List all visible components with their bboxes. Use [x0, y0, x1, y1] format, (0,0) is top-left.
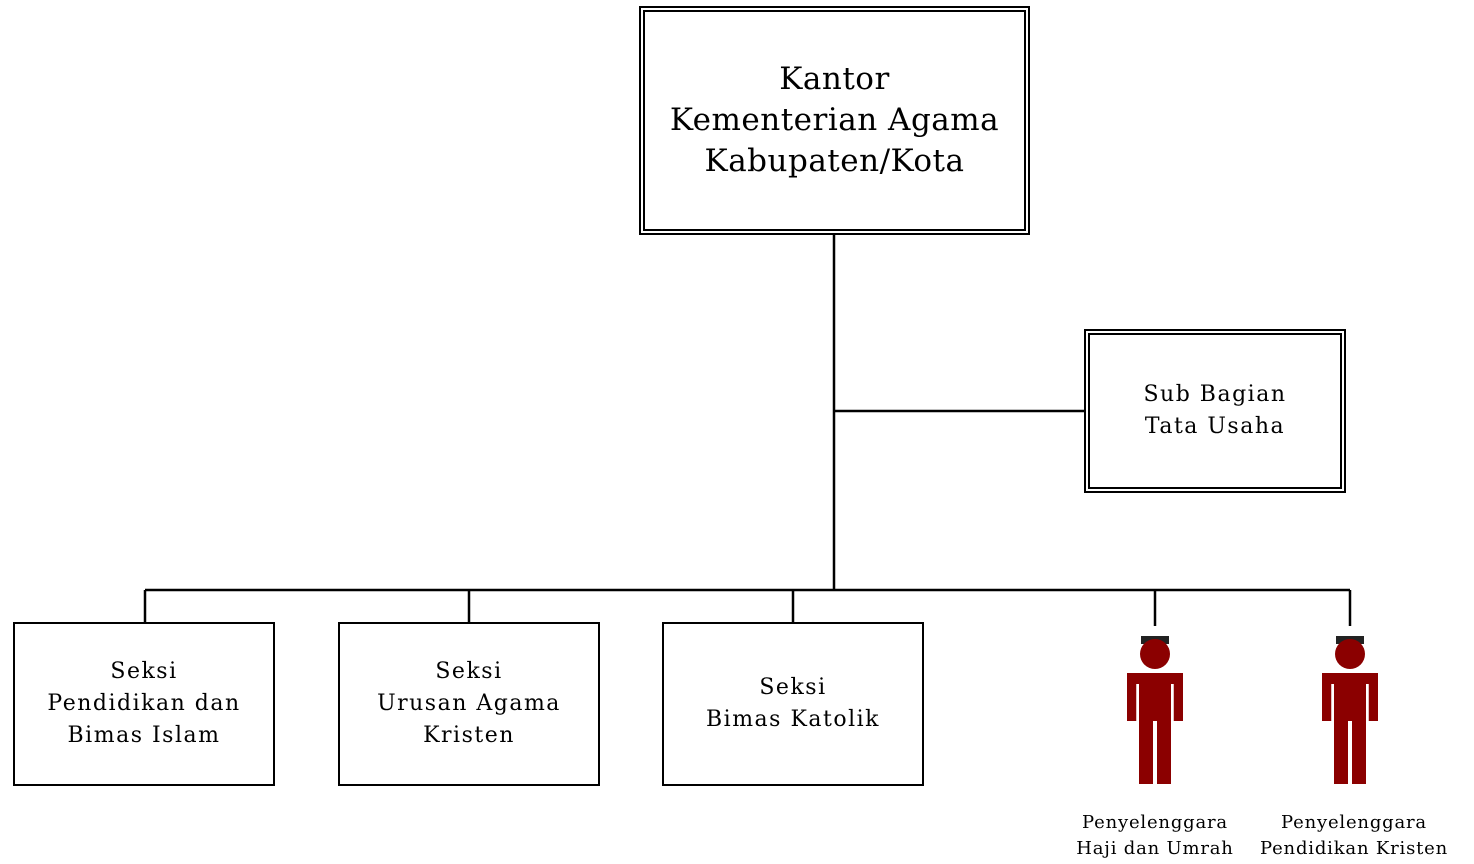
section-1-line-1: Seksi: [110, 659, 178, 684]
section-1-line-3: Bimas Islam: [67, 723, 221, 748]
section-box-3: Seksi Bimas Katolik: [662, 622, 924, 786]
head-office-box: Kantor Kementerian Agama Kabupaten/Kota: [639, 6, 1030, 235]
section-label-2: Seksi Urusan Agama Kristen: [377, 656, 561, 752]
section-2-line-1: Seksi: [435, 659, 503, 684]
section-label-1: Seksi Pendidikan dan Bimas Islam: [47, 656, 240, 752]
admin-unit-box: Sub Bagian Tata Usaha: [1084, 329, 1346, 493]
section-3-line-1: Seksi: [759, 675, 827, 700]
officer-1-line-2: Haji dan Umrah: [1076, 838, 1234, 859]
admin-unit-line-1: Sub Bagian: [1143, 382, 1287, 407]
head-office-line-2: Kementerian Agama: [669, 102, 1000, 138]
person-icon: [1127, 636, 1183, 784]
section-3-line-2: Bimas Katolik: [705, 707, 880, 732]
officer-caption-2: Penyelenggara Pendidikan Kristen: [1248, 810, 1460, 862]
officer-1-line-1: Penyelenggara: [1082, 812, 1228, 833]
head-office-line-3: Kabupaten/Kota: [704, 143, 965, 179]
section-2-line-2: Urusan Agama: [377, 691, 561, 716]
head-office-label: Kantor Kementerian Agama Kabupaten/Kota: [670, 59, 999, 182]
officer-2-line-1: Penyelenggara: [1281, 812, 1427, 833]
section-label-3: Seksi Bimas Katolik: [706, 672, 880, 736]
person-icon: [1322, 636, 1378, 784]
head-office-line-1: Kantor: [779, 61, 890, 97]
admin-unit-line-2: Tata Usaha: [1144, 414, 1286, 439]
section-2-line-3: Kristen: [423, 723, 515, 748]
section-box-2: Seksi Urusan Agama Kristen: [338, 622, 600, 786]
section-1-line-2: Pendidikan dan: [47, 691, 241, 716]
officer-caption-1: Penyelenggara Haji dan Umrah: [1062, 810, 1248, 862]
section-box-1: Seksi Pendidikan dan Bimas Islam: [13, 622, 275, 786]
officer-2-line-2: Pendidikan Kristen: [1260, 838, 1448, 859]
admin-unit-label: Sub Bagian Tata Usaha: [1143, 379, 1286, 443]
